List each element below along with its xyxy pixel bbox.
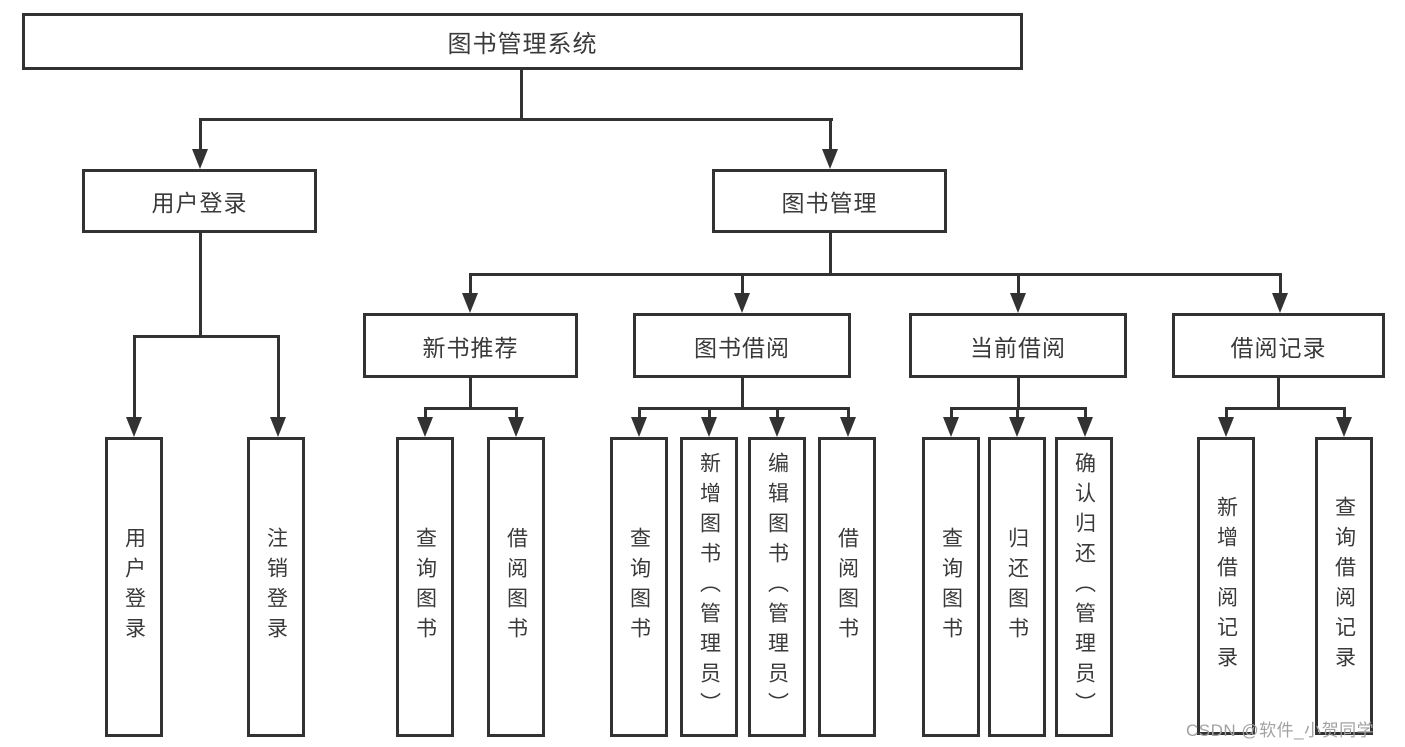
arrowhead-down-icon	[769, 417, 785, 437]
leaf-record-add-label: 新增借阅记录	[1214, 496, 1238, 676]
leaf-current-query-label: 查询图书	[939, 527, 963, 647]
node-borrow-record-label: 借阅记录	[1230, 334, 1327, 361]
leaf-current-query: 查询图书	[922, 437, 980, 737]
connector-line	[199, 118, 833, 121]
leaf-borrow-query: 查询图书	[610, 437, 668, 737]
connector-line	[829, 233, 832, 276]
leaf-record-add: 新增借阅记录	[1197, 437, 1255, 735]
connector-line	[133, 335, 280, 338]
arrowhead-down-icon	[1272, 293, 1288, 313]
leaf-newbook-query-label: 查询图书	[413, 527, 437, 647]
leaf-borrow-edit-label: 编辑图书（管理员）	[765, 452, 789, 722]
connector-line	[1279, 273, 1282, 297]
connector-line	[950, 407, 953, 420]
connector-line	[638, 407, 850, 410]
node-book-management: 图书管理	[712, 169, 947, 233]
node-book-management-label: 图书管理	[781, 190, 878, 216]
connector-line	[1277, 378, 1280, 410]
connector-line	[520, 70, 523, 120]
csdn-watermark: CSDN @软件_小贺同学	[1186, 721, 1375, 740]
arrowhead-down-icon	[840, 417, 856, 437]
arrowhead-down-icon	[701, 417, 717, 437]
arrowhead-down-icon	[1218, 417, 1234, 437]
leaf-borrow-edit: 编辑图书（管理员）	[748, 437, 806, 737]
connector-line	[1017, 378, 1020, 410]
arrowhead-down-icon	[822, 149, 838, 169]
arrowhead-down-icon	[1009, 417, 1025, 437]
connector-line	[776, 407, 779, 420]
arrowhead-down-icon	[1077, 417, 1093, 437]
connector-line	[515, 407, 518, 420]
leaf-current-return: 归还图书	[988, 437, 1046, 737]
leaf-user-login-label: 用户登录	[122, 527, 146, 647]
arrowhead-down-icon	[126, 417, 142, 437]
node-root: 图书管理系统	[22, 13, 1023, 70]
leaf-borrow-query-label: 查询图书	[627, 527, 651, 647]
leaf-logout: 注销登录	[247, 437, 305, 737]
connector-line	[741, 273, 744, 297]
node-new-book-recommend-label: 新书推荐	[422, 334, 519, 361]
connector-line	[1225, 407, 1228, 420]
node-current-borrow-label: 当前借阅	[970, 334, 1066, 361]
connector-line	[199, 233, 202, 338]
leaf-current-confirm: 确认归还（管理员）	[1055, 437, 1113, 737]
leaf-newbook-query: 查询图书	[396, 437, 454, 737]
arrowhead-down-icon	[417, 417, 433, 437]
connector-line	[199, 118, 202, 152]
leaf-newbook-borrow-label: 借阅图书	[504, 527, 528, 647]
leaf-borrow-add-label: 新增图书（管理员）	[697, 452, 721, 722]
connector-line	[469, 273, 1282, 276]
connector-line	[424, 407, 427, 420]
leaf-record-query: 查询借阅记录	[1315, 437, 1373, 735]
node-user-login-label: 用户登录	[151, 190, 248, 216]
connector-line	[424, 407, 518, 410]
leaf-user-login: 用户登录	[105, 437, 163, 737]
arrowhead-down-icon	[192, 149, 208, 169]
leaf-current-return-label: 归还图书	[1005, 527, 1029, 647]
arrowhead-down-icon	[943, 417, 959, 437]
connector-line	[133, 335, 136, 419]
connector-line	[829, 118, 832, 152]
connector-line	[1225, 407, 1346, 410]
connector-line	[741, 378, 744, 410]
arrowhead-down-icon	[734, 293, 750, 313]
leaf-borrow-add: 新增图书（管理员）	[680, 437, 738, 737]
connector-line	[469, 378, 472, 410]
connector-line	[469, 273, 472, 297]
connector-line	[1343, 407, 1346, 420]
leaf-newbook-borrow: 借阅图书	[487, 437, 545, 737]
leaf-logout-label: 注销登录	[264, 527, 288, 647]
node-book-borrow: 图书借阅	[633, 313, 851, 378]
arrowhead-down-icon	[508, 417, 524, 437]
connector-line	[638, 407, 641, 420]
connector-line	[708, 407, 711, 420]
leaf-borrow-borrow: 借阅图书	[818, 437, 876, 737]
arrowhead-down-icon	[270, 417, 286, 437]
leaf-current-confirm-label: 确认归还（管理员）	[1072, 452, 1096, 722]
connector-line	[277, 335, 280, 419]
connector-line	[1084, 407, 1087, 420]
leaf-record-query-label: 查询借阅记录	[1332, 496, 1356, 676]
node-borrow-record: 借阅记录	[1172, 313, 1385, 378]
connector-line	[1017, 273, 1020, 297]
connector-line	[847, 407, 850, 420]
node-user-login: 用户登录	[82, 169, 317, 233]
node-current-borrow: 当前借阅	[909, 313, 1127, 378]
arrowhead-down-icon	[631, 417, 647, 437]
arrowhead-down-icon	[1010, 293, 1026, 313]
arrowhead-down-icon	[1336, 417, 1352, 437]
leaf-borrow-borrow-label: 借阅图书	[835, 527, 859, 647]
node-book-borrow-label: 图书借阅	[694, 334, 790, 361]
node-root-label: 图书管理系统	[447, 31, 598, 58]
arrowhead-down-icon	[462, 293, 478, 313]
connector-line	[1016, 407, 1019, 420]
node-new-book-recommend: 新书推荐	[363, 313, 578, 378]
